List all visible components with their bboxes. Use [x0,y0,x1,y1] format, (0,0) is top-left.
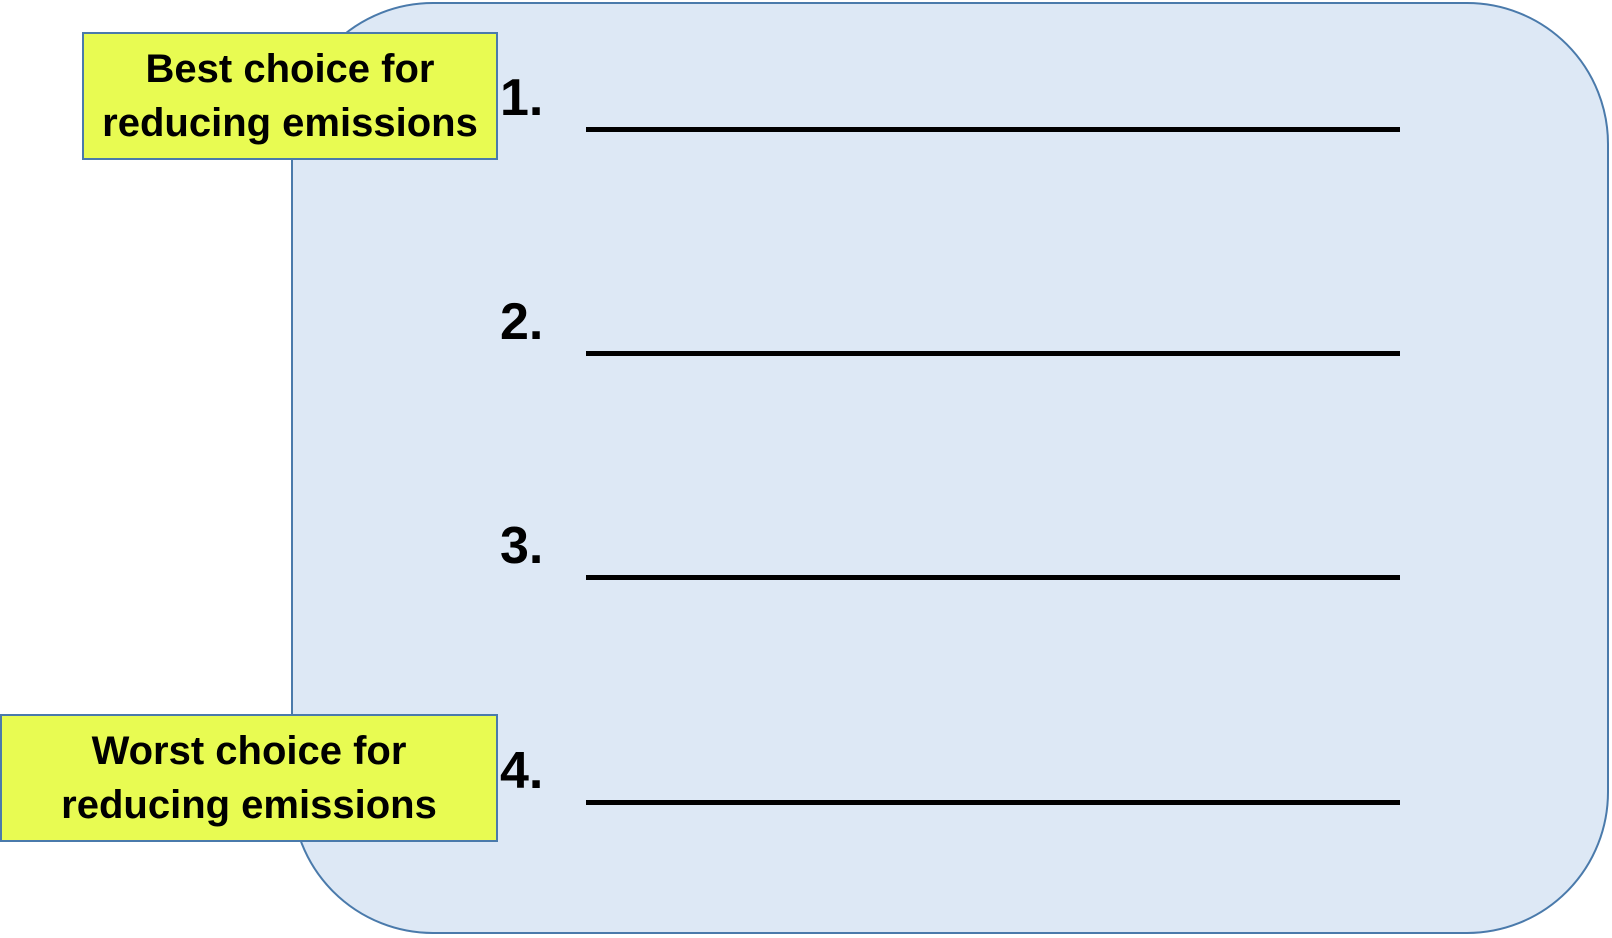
ranking-panel [291,2,1609,934]
ranking-item-2: 2. [500,276,1400,356]
answer-blank-3[interactable] [586,575,1400,580]
ranking-item-1: 1. [500,52,1400,132]
item-number-2: 2. [500,293,544,351]
ranking-item-4: 4. [500,725,1400,805]
item-number-4: 4. [500,742,544,800]
ranking-item-3: 3. [500,500,1400,580]
item-number-1: 1. [500,69,544,127]
best-choice-label: Best choice for reducing emissions [82,32,498,160]
answer-blank-4[interactable] [586,800,1400,805]
item-number-3: 3. [500,517,544,575]
best-choice-label-text: Best choice for reducing emissions [102,47,478,145]
answer-blank-2[interactable] [586,351,1400,356]
worst-choice-label-text: Worst choice for reducing emissions [61,729,437,827]
worst-choice-label: Worst choice for reducing emissions [0,714,498,842]
answer-blank-1[interactable] [586,127,1400,132]
